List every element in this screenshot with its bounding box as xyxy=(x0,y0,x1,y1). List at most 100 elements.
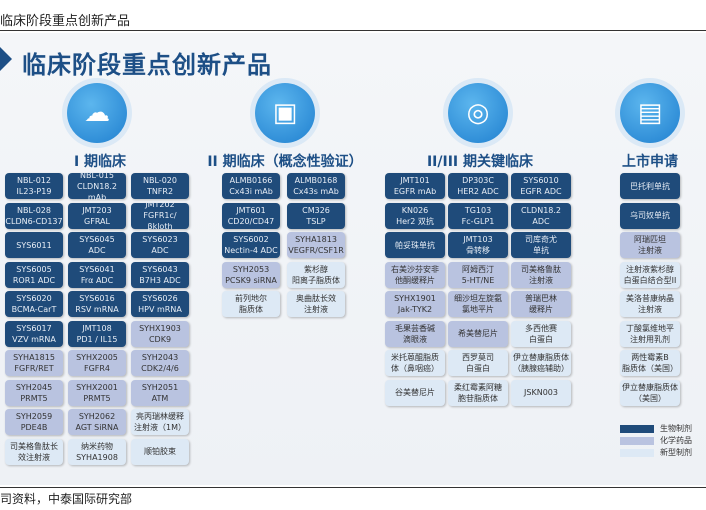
product-card-line: ALMB0166 xyxy=(229,176,273,185)
product-card: 前列地尔脂质体 xyxy=(222,291,280,317)
product-card-line: 效注射液 xyxy=(18,452,50,462)
product-card-line: SYS6005 xyxy=(16,264,52,274)
product-card-line: SYS6043 xyxy=(142,264,178,274)
product-card-line: PCSK9 siRNA xyxy=(225,275,277,285)
product-card-line: 多西他赛 xyxy=(525,323,557,333)
title-marker-icon xyxy=(0,47,12,71)
product-card-line: GFRAL xyxy=(84,216,110,226)
product-card-line: 注射液紫杉醇 xyxy=(626,264,674,274)
product-card-line: PRMT5 xyxy=(20,393,48,403)
product-card-line: 纳米药物 xyxy=(81,441,113,451)
product-card-line: 司美格鲁肽 xyxy=(521,264,561,274)
product-card-line: 顺铂胶束 xyxy=(144,447,176,456)
divider xyxy=(0,487,706,488)
product-card-line: 骨转移 xyxy=(466,246,490,255)
product-card-line: 美洛昔康纳晶 xyxy=(626,294,674,303)
product-card-line: 氯地平片 xyxy=(462,305,494,314)
product-card-line: SYHA1908 xyxy=(76,452,118,462)
product-card: 右美沙芬安非他酮缓释片 xyxy=(385,261,445,288)
product-card: 巴托利单抗 xyxy=(620,173,680,199)
product-card-line: ALMB0168 xyxy=(294,176,338,185)
product-card: 丁酸氯维地平注射用乳剂 xyxy=(620,320,680,347)
product-card-line: 司库奇尤 xyxy=(525,235,557,244)
product-card: 普瑞巴林缓释片 xyxy=(511,291,571,317)
product-card-line: IL23-P19 xyxy=(16,187,52,196)
product-card-line: SYH2045 xyxy=(15,382,53,392)
legend-label: 生物制剂 xyxy=(660,424,692,433)
product-card-line: SYS6026 xyxy=(142,294,178,303)
product-card-line: SYHX1903 xyxy=(139,323,181,333)
product-card-line: 注射用乳剂 xyxy=(630,334,670,344)
product-card-line: ATM xyxy=(151,393,169,403)
product-card-line: 注射液 xyxy=(529,275,553,285)
product-card-line: CLDN6-CD137 xyxy=(5,216,63,226)
product-card-line: SYHX2005 xyxy=(76,353,118,362)
product-card: JSKN003 xyxy=(511,379,571,406)
column-heading: II 期临床（概念性验证） xyxy=(207,154,363,170)
product-card-line: 注射液 xyxy=(638,305,662,314)
product-card-line: 帕妥珠单抗 xyxy=(395,240,435,250)
product-card-line: Cx43s mAb xyxy=(293,187,339,196)
product-card-line: 单抗 xyxy=(533,246,549,255)
product-card: 细沙坦左旋氨氯地平片 xyxy=(448,291,508,317)
product-card-line: 普瑞巴林 xyxy=(525,294,557,303)
product-card-line: SYS6011 xyxy=(16,240,52,250)
legend-swatch-bio xyxy=(620,425,654,433)
product-card-line: CDK9 xyxy=(148,334,172,344)
product-card-line: NBL-015 xyxy=(80,170,114,180)
product-card-line: CM326 xyxy=(302,205,330,215)
product-card-line: 西罗莫司 xyxy=(462,353,494,362)
product-card-line: CDK2/4/6 xyxy=(141,364,179,373)
product-card: 毛果芸香碱滴眼液 xyxy=(385,320,445,347)
product-card-line: 两性霉素B xyxy=(631,353,669,362)
product-card-line: 紫杉醇 xyxy=(304,264,328,274)
product-card: 奥曲肽长效注射液 xyxy=(287,291,345,317)
legend-swatch-chem xyxy=(620,437,654,445)
product-card: 帕妥珠单抗 xyxy=(385,232,445,258)
product-card: 柔红霉素阿糖胞苷脂质体 xyxy=(448,379,508,406)
product-card-line: TSLP xyxy=(306,216,326,226)
product-card-line: SYS6002 xyxy=(233,235,269,244)
product-card-line: Frα ADC xyxy=(80,275,114,285)
product-card-line: EGFR ADC xyxy=(520,187,562,196)
product-card: 亮丙瑞林缓释注射液（1M） xyxy=(131,409,189,435)
product-card-line: PRMT5 xyxy=(83,393,111,403)
product-card-line: SYS6017 xyxy=(16,323,52,333)
divider xyxy=(0,30,706,31)
product-card: 谷美替尼片 xyxy=(385,379,445,406)
product-card-line: 缓释片 xyxy=(529,305,553,314)
product-card-line: SYH2043 xyxy=(141,353,179,362)
globe-network-icon: ◎ xyxy=(448,83,508,143)
product-card-line: TG103 xyxy=(464,205,492,215)
product-card-line: 脂质体 xyxy=(239,305,263,314)
column-heading: 上市申请 xyxy=(622,154,678,170)
product-card-line: JMT108 xyxy=(82,323,112,333)
product-card-line: VZV mRNA xyxy=(12,334,56,344)
product-card-line: 注射液 xyxy=(304,305,328,314)
product-card-line: VEGFR/CSF1R xyxy=(288,246,344,255)
product-card-line: SYH2051 xyxy=(141,382,179,392)
product-card: 西罗莫司白蛋白 xyxy=(448,350,508,376)
product-card-line: 细沙坦左旋氨 xyxy=(454,294,502,303)
product-card-line: EGFR mAb xyxy=(393,187,437,196)
product-card-line: Her2 双抗 xyxy=(396,216,434,226)
product-card-line: 阳离子脂质体 xyxy=(292,275,340,285)
